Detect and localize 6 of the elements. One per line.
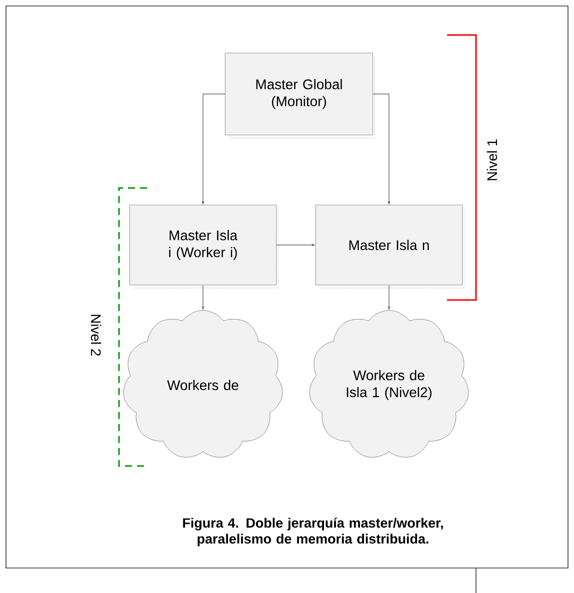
process-box: Master Isla n	[315, 204, 464, 288]
caption: Figura 4. Doble jerarquía master/worker, paralelismo de memoria distribuida.	[183, 518, 443, 546]
process-box: Master Global (Monitor)	[224, 52, 375, 138]
process-box: Master Isla i (Worker i)	[129, 204, 278, 288]
level-label: Nivel 1	[486, 139, 498, 180]
level-label: Nivel 2	[90, 314, 102, 356]
